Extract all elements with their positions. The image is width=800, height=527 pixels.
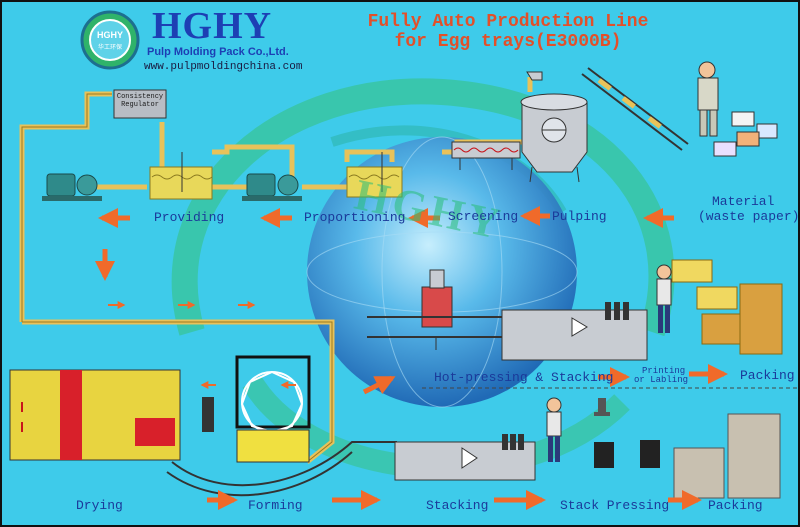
stage-printing: Printing: [642, 366, 686, 376]
lower-conveyor: [166, 434, 536, 497]
pump-left: [42, 173, 102, 201]
forming-machine: [202, 355, 311, 463]
company-website: www.pulpmoldingchina.com: [144, 61, 303, 73]
flow-arrows: [95, 206, 728, 510]
hot-press-machine: [367, 269, 648, 361]
diagram-title-line2: for Egg trays(E3000B): [394, 32, 622, 52]
stage-packing-upper: Packing: [740, 368, 795, 383]
stage-providing: Providing: [154, 210, 225, 225]
stage-packing-lower: Packing: [708, 498, 763, 513]
company-name: Pulp Molding Pack Co.,Ltd.: [147, 46, 289, 58]
consistency-regulator: [113, 89, 167, 119]
stage-stacking: Stacking: [426, 498, 489, 513]
svg-text:华工环保: 华工环保: [98, 43, 122, 51]
egg-tray-products-upper: [671, 259, 783, 355]
drying-oven: [9, 369, 181, 461]
brand-name: HGHY: [152, 5, 273, 47]
stage-hot-pressing-stacking: Hot-pressing & Stacking: [434, 370, 614, 385]
svg-text:HGHY: HGHY: [97, 30, 123, 40]
worker-lower: [546, 397, 562, 462]
egg-tray-stacks-lower: [673, 413, 781, 499]
providing-tank: [149, 152, 213, 200]
pump-right: [242, 173, 302, 201]
stage-stack-pressing: Stack Pressing: [560, 498, 670, 513]
stage-drying: Drying: [76, 498, 123, 513]
pulper-machine: [520, 71, 588, 183]
stage-screening: Screening: [448, 209, 519, 224]
stage-proportioning: Proportioning: [304, 210, 406, 225]
stage-material: Material: [712, 194, 775, 209]
company-logo: HGHY 华工环保: [80, 10, 140, 70]
stage-material-sub: (waste paper): [698, 209, 800, 224]
paper-conveyor: [581, 67, 689, 151]
proportioning-tank: [346, 152, 403, 198]
screening-machine: [451, 141, 521, 170]
stack-press: [594, 398, 660, 468]
worker-upper: [656, 264, 672, 333]
stage-labling: or Labling: [634, 375, 689, 385]
consistency-regulator-label: Consistency Regulator: [116, 93, 164, 109]
diagram-title-line1: Fully Auto Production Line: [367, 12, 649, 32]
stage-pulping: Pulping: [552, 209, 607, 224]
stage-forming: Forming: [248, 498, 303, 513]
worker-material: [697, 61, 778, 157]
